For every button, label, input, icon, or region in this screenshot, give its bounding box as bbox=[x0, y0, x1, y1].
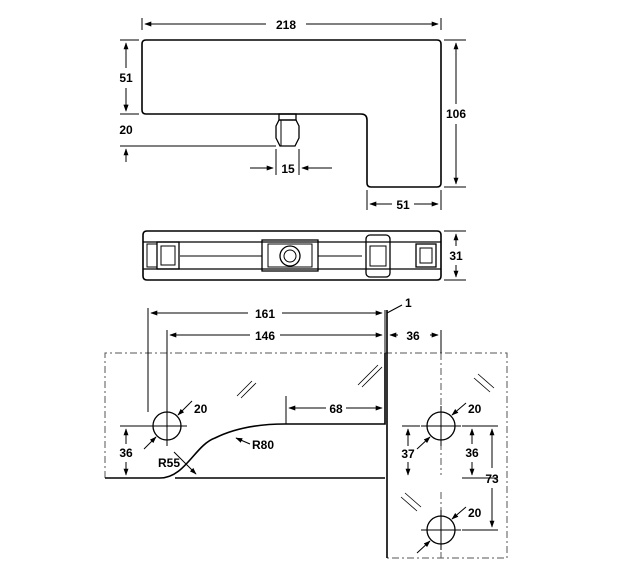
pivot-pin bbox=[275, 113, 300, 147]
dim-pin-width: 15 bbox=[281, 162, 295, 176]
dim-overall-width: 218 bbox=[276, 18, 296, 32]
glass-outline bbox=[104, 352, 508, 559]
dim-radius-small: R55 bbox=[158, 456, 180, 470]
cutout-view: 161 146 1 36 20 68 36 R80 bbox=[104, 296, 508, 559]
dim-gap: 1 bbox=[405, 296, 412, 310]
hole-right bbox=[421, 406, 461, 446]
glass-hatch bbox=[236, 364, 495, 512]
center-pivot bbox=[261, 239, 319, 272]
hole-left bbox=[147, 406, 187, 446]
dim-hole-right-diameter: 20 bbox=[468, 402, 482, 416]
dim-hole-spacing: 73 bbox=[485, 472, 499, 486]
hole-bottom bbox=[421, 510, 461, 550]
dim-hole-right-height-right: 36 bbox=[465, 446, 479, 460]
dim-hole-left-diameter: 20 bbox=[194, 402, 208, 416]
left-clamp bbox=[146, 241, 180, 270]
right-clamp bbox=[365, 234, 437, 278]
dim-notch-depth: 68 bbox=[329, 402, 343, 416]
dim-left-inner-distance: 146 bbox=[255, 329, 275, 343]
dim-hole-right-height-left: 37 bbox=[401, 447, 415, 461]
dim-hole-left-height: 36 bbox=[119, 446, 133, 460]
side-view: 31 bbox=[142, 230, 466, 281]
top-view-body bbox=[141, 39, 442, 188]
top-view: 218 106 51 20 15 51 bbox=[119, 18, 466, 212]
dim-overall-height: 106 bbox=[446, 107, 466, 121]
dim-left-height: 51 bbox=[119, 71, 133, 85]
dim-gap-height: 20 bbox=[119, 123, 133, 137]
dim-right-width: 51 bbox=[396, 198, 410, 212]
dim-right-distance: 36 bbox=[406, 329, 420, 343]
dim-hole-bottom-diameter: 20 bbox=[468, 506, 482, 520]
dim-thickness: 31 bbox=[449, 249, 463, 263]
dim-left-distance: 161 bbox=[255, 307, 275, 321]
side-view-body bbox=[142, 230, 442, 281]
glass-cutout-edge bbox=[105, 353, 386, 479]
dim-radius-large: R80 bbox=[252, 438, 274, 452]
